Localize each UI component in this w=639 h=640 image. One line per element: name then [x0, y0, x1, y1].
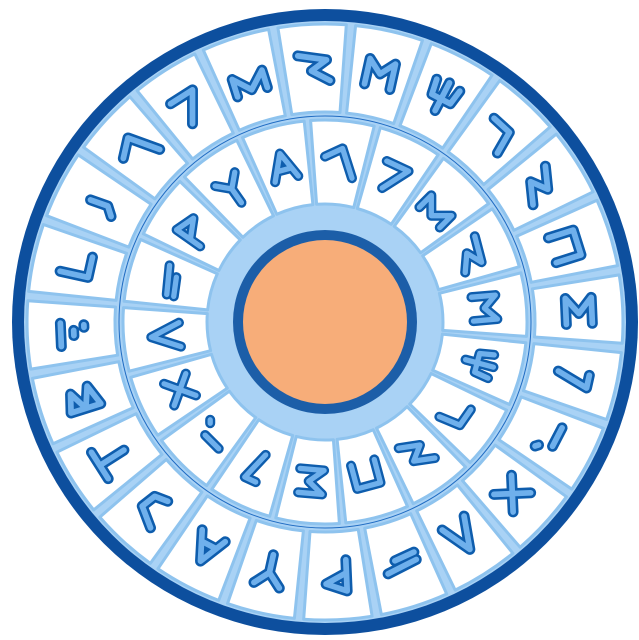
outer-cell — [532, 275, 623, 343]
outer-cell — [27, 301, 118, 369]
outer-cell — [278, 24, 346, 115]
sun-disc — [243, 240, 407, 404]
outer-cell — [304, 529, 372, 620]
